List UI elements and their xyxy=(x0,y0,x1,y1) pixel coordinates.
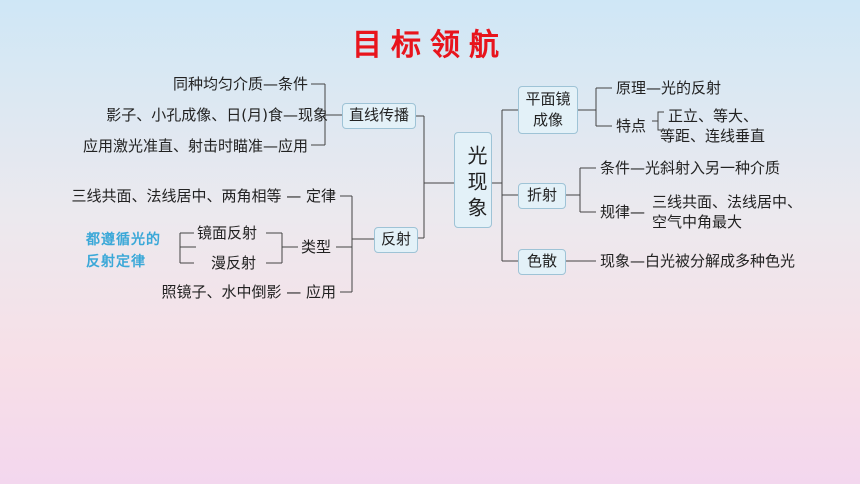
node-plane-mirror: 平面镜 成像 xyxy=(518,86,578,134)
dispersion-phenomenon: 现象—白光被分解成多种色光 xyxy=(600,252,796,270)
reflection-type-diffuse: 漫反射 xyxy=(211,254,257,272)
node-reflection: 反射 xyxy=(374,227,418,253)
reflection-law: 三线共面、法线居中、两角相等 — 定律 xyxy=(71,187,336,205)
reflection-note: 都遵循光的 反射定律 xyxy=(86,232,161,270)
center-node: 光现象 xyxy=(454,132,492,228)
reflection-type-label: 类型 xyxy=(301,238,332,256)
refraction-law: 三线共面、法线居中、 空气中角最大 xyxy=(652,193,803,231)
page-title: 目标领航 xyxy=(352,28,508,63)
mirror-features: 正立、等大、 等距、连线垂直 xyxy=(660,107,766,145)
node-refraction: 折射 xyxy=(518,183,566,209)
mirror-feature-label: 特点 xyxy=(616,117,647,135)
refraction-law-label: 规律— xyxy=(600,203,646,221)
node-straight-propagation: 直线传播 xyxy=(342,103,416,129)
straight-condition: 同种均匀介质—条件 xyxy=(172,75,308,93)
mirror-feature-bracket xyxy=(652,111,664,131)
reflection-application: 照镜子、水中倒影 — 应用 xyxy=(161,283,336,301)
straight-phenomenon: 影子、小孔成像、日(月)食—现象 xyxy=(106,106,328,124)
reflection-type-specular: 镜面反射 xyxy=(197,224,258,242)
mirror-principle: 原理—光的反射 xyxy=(616,79,722,97)
straight-application: 应用激光准直、射击时瞄准—应用 xyxy=(82,137,308,155)
node-dispersion: 色散 xyxy=(518,249,566,275)
refraction-condition: 条件—光斜射入另一种介质 xyxy=(600,159,781,177)
